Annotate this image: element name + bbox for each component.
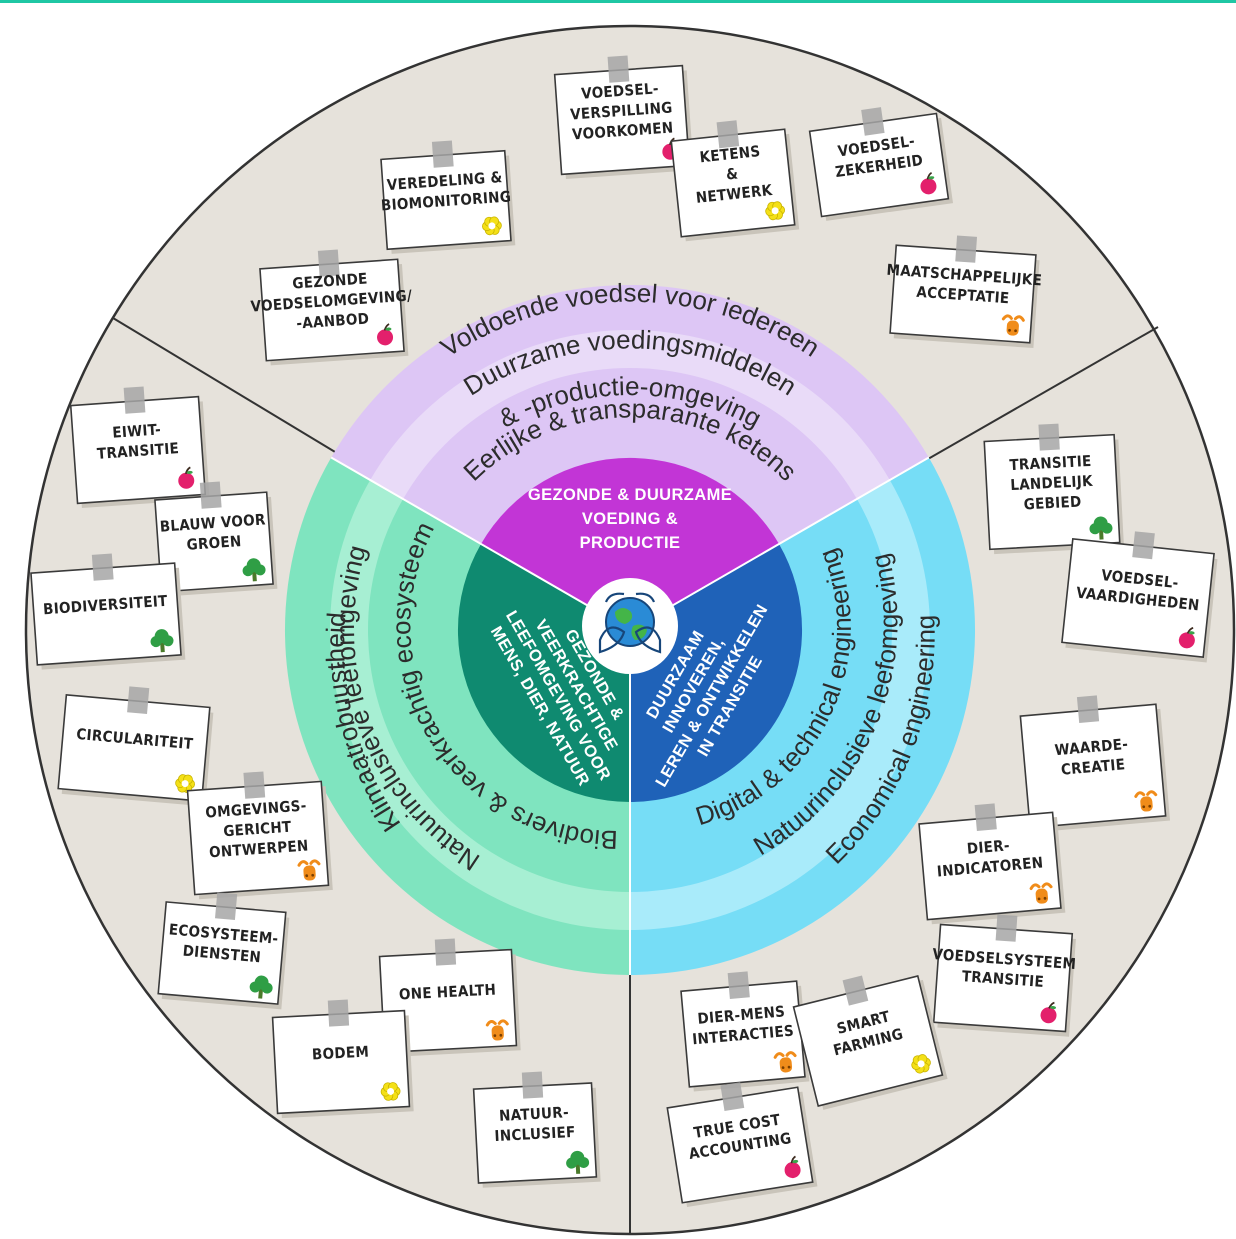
apple-icon bbox=[920, 171, 937, 195]
food-core-line: VOEDING & bbox=[582, 510, 678, 528]
food-core-line: GEZONDE & DUURZAME bbox=[528, 486, 732, 504]
note-text: GERICHT bbox=[223, 818, 293, 841]
tape-strip bbox=[215, 892, 238, 921]
digital-sector bbox=[630, 457, 976, 975]
tape-strip bbox=[1132, 531, 1155, 560]
note-text: LANDELIJK bbox=[1010, 472, 1094, 494]
apple-icon bbox=[377, 323, 394, 346]
apple-icon bbox=[1040, 1001, 1057, 1024]
cow-icon bbox=[297, 859, 321, 881]
note-text: -AANBOD bbox=[296, 309, 370, 332]
tree-icon bbox=[1089, 516, 1113, 540]
sticky-note: BODEM bbox=[271, 999, 414, 1119]
note-text: TRANSITIE bbox=[1009, 452, 1092, 474]
sticky-note: ONE HEALTH bbox=[378, 938, 521, 1058]
note-text: VOEDSEL- bbox=[581, 79, 660, 102]
sector-separator bbox=[330, 456, 631, 631]
apple-icon bbox=[784, 1155, 801, 1179]
sticky-note: NATUUR-INCLUSIEF bbox=[472, 1071, 601, 1188]
sticky-note: EIWIT-TRANSITIE bbox=[69, 386, 210, 509]
tape-strip bbox=[955, 235, 978, 263]
sticky-note: VOEDSEL-ZEKERHEID bbox=[808, 107, 954, 221]
note-text: & bbox=[725, 164, 739, 183]
tape-strip bbox=[720, 1082, 745, 1112]
note-text: BODEM bbox=[312, 1043, 370, 1064]
tape-strip bbox=[327, 999, 350, 1027]
note-text: GEZONDE bbox=[292, 269, 368, 292]
food-core-line: PRODUCTIE bbox=[580, 534, 681, 552]
tree-icon bbox=[249, 975, 273, 999]
sticky-note: ECOSYSTEEM-DIENSTEN bbox=[157, 892, 290, 1010]
note-text: EIWIT- bbox=[112, 420, 162, 441]
food-core-label: GEZONDE & DUURZAME VOEDING & PRODUCTIE bbox=[528, 486, 732, 552]
note-text: GROEN bbox=[186, 532, 242, 554]
note-text: CREATIE bbox=[1060, 755, 1126, 779]
note-text: ONE HEALTH bbox=[398, 980, 496, 1003]
note-text: INCLUSIEF bbox=[494, 1123, 576, 1145]
sticky-note: BIODIVERSITEIT bbox=[30, 553, 186, 670]
note-text: NATUUR- bbox=[499, 1103, 570, 1125]
sector-separator bbox=[629, 456, 930, 631]
tape-strip bbox=[974, 803, 997, 832]
cow-icon bbox=[773, 1051, 797, 1073]
tape-strip bbox=[1076, 695, 1100, 724]
note-text: DIER- bbox=[966, 836, 1010, 858]
sticky-note: VEREDELING &BIOMONITORING bbox=[380, 140, 516, 254]
tree-icon bbox=[150, 629, 174, 653]
tape-strip bbox=[317, 249, 340, 277]
cow-icon bbox=[1029, 882, 1053, 904]
sticky-note: VOEDSEL-VAARDIGHEDEN bbox=[1061, 531, 1218, 663]
flower-icon bbox=[482, 216, 502, 236]
note-text: GEBIED bbox=[1023, 492, 1082, 513]
tape-strip bbox=[861, 107, 885, 136]
cow-icon bbox=[485, 1019, 509, 1041]
tape-strip bbox=[716, 120, 740, 149]
tape-strip bbox=[995, 914, 1018, 942]
globe-hands-icon bbox=[582, 578, 678, 674]
wheel: Voldoende voedsel voor iedereenDuurzame … bbox=[24, 24, 1236, 1236]
tape-strip bbox=[434, 938, 457, 966]
note-text: TRANSITIE bbox=[961, 967, 1044, 991]
tape-strip bbox=[243, 771, 266, 799]
flower-icon bbox=[380, 1082, 401, 1101]
tree-icon bbox=[242, 558, 266, 582]
tape-strip bbox=[123, 386, 146, 414]
sticky-note: CIRCULARITEIT bbox=[57, 686, 214, 807]
tape-strip bbox=[607, 55, 630, 83]
tape-strip bbox=[91, 553, 114, 581]
sticky-note: KETENS&NETWERK bbox=[670, 120, 800, 242]
tape-strip bbox=[521, 1071, 544, 1099]
cow-icon bbox=[1001, 314, 1025, 336]
tape-strip bbox=[199, 481, 222, 509]
top-accent-line bbox=[0, 0, 1236, 3]
tape-strip bbox=[1038, 423, 1060, 451]
flower-icon bbox=[911, 1054, 931, 1074]
tree-icon bbox=[566, 1150, 590, 1174]
note-text: TRANSITIE bbox=[96, 439, 179, 463]
apple-icon bbox=[1178, 627, 1195, 649]
sticky-note: WAARDE-CREATIE bbox=[1019, 695, 1171, 833]
tape-strip bbox=[127, 686, 150, 715]
sticky-note: DIER-INDICATOREN bbox=[918, 803, 1066, 925]
apple-icon bbox=[178, 466, 195, 489]
tape-strip bbox=[431, 140, 454, 168]
flower-icon bbox=[175, 774, 195, 793]
flower-icon bbox=[765, 201, 786, 221]
tape-strip bbox=[727, 971, 750, 1000]
cow-icon bbox=[1134, 790, 1158, 812]
nature-sector bbox=[284, 457, 630, 975]
tape-strip bbox=[842, 975, 869, 1006]
